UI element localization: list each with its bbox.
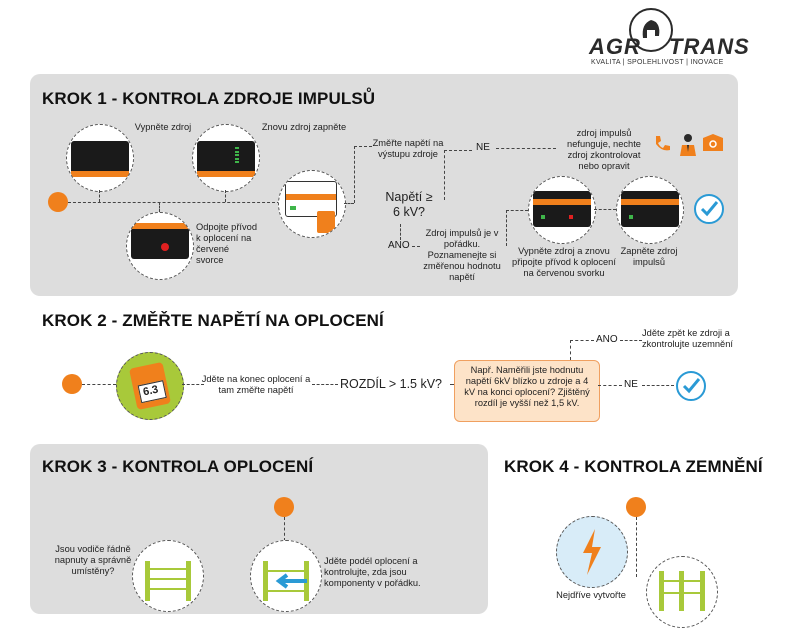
step2-no-label: NE [624,379,638,390]
step1-turn-off-label: Vypněte zdroj [134,122,192,132]
energizer-terminal-icon [131,223,189,259]
voltmeter-icon [317,211,335,233]
step3-wires-circle [132,540,204,612]
step2-start-dot [62,374,82,394]
step4-start-dot [626,497,646,517]
step1-turn-on-circle [616,176,684,244]
energizer-running-icon [621,191,679,227]
step1-yes-label: ANO [388,240,410,251]
step2-heading: KROK 2 - ZMĚŘTE NAPĚTÍ NA OPLOCENÍ [42,311,384,330]
step4-heading: KROK 4 - KONTROLA ZEMNĚNÍ [504,457,763,476]
step4-lightning-circle [556,516,628,588]
step1-device-off-circle [66,124,134,192]
energizer-on-icon [197,141,255,177]
step2-yes-label: ANO [596,334,618,345]
fence-grid-icon [657,571,707,611]
step1-heading: KROK 1 - KONTROLA ZDROJE IMPULSŮ [42,89,376,108]
step3-start-dot [274,497,294,517]
phone-icon [652,134,672,154]
step2-example-box: Např. Naměřili jste hodnutu napětí 6kV b… [454,360,600,422]
step1-ok-note: Zdroj impulsů je v pořádku. Poznamenejte… [423,228,501,282]
voltmeter-icon: 6.3 [129,361,171,411]
logo-word-left: AGR [589,34,641,59]
step1-main-line [68,202,280,203]
step1-start-dot [48,192,68,212]
step1-check-circle-icon [694,194,724,224]
step2-question: ROZDÍL > 1.5 kV? [340,377,443,391]
step1-disconnect-circle [126,212,194,280]
step3-heading: KROK 3 - KONTROLA OPLOCENÍ [42,457,314,476]
step1-device-on-circle [192,124,260,192]
step2-go-to-end-label: Jděte na konec oplocení a tam změřte nap… [201,374,311,395]
step4-fence-circle [646,556,718,628]
step4-first-create-label: Nejdříve vytvořte [556,590,626,600]
step2-yes-action: Jděte zpět ke zdroji a zkontrolujte uzem… [642,328,733,349]
technician-icon [678,132,698,156]
step1-question: Napětí ≥ 6 kV? [385,190,433,219]
red-terminal-icon [161,243,169,251]
step3-wires-ok-label: Jsou vodiče řádně napnuty a správně umís… [54,544,132,576]
step2-example-text: Např. Naměřili jste hodnutu napětí 6kV b… [464,365,590,408]
lightning-icon [579,529,605,575]
email-icon [702,134,724,152]
logo-word-right: TRANS [669,34,750,59]
step1-measure-circle [278,170,346,238]
step1-disconnect-label: Odpojte přívod k oplocení na červené svo… [196,222,257,265]
step1-turn-on-again-label: Znovu zdroj zapněte [261,122,347,132]
energizer-off-icon [71,141,129,177]
step1-no-label: NE [476,142,490,153]
fence-arrow-icon [261,561,311,601]
step3-walk-circle [250,540,322,612]
logo-tagline: KVALITA | SPOLEHLIVOST | INOVACE [591,59,724,66]
step1-reconnect-circle [528,176,596,244]
step2-check-circle-icon [676,371,706,401]
step1-reconnect-label: Vypněte zdroj a znovu připojte přívod k … [512,246,616,278]
step1-faulty-label: zdroj impulsů nefunguje, nechte zdroj zk… [567,128,641,171]
step3-walk-label: Jděte podél oplocení a kontrolujte, zda … [324,556,421,588]
fence-posts-icon [143,561,193,601]
step1-measure-voltage-label: Změřte napětí na výstupu zdroje [372,138,444,159]
step2-meter-circle: 6.3 [116,352,184,420]
energizer-reconnect-icon [533,191,591,227]
step1-turn-on-label: Zapněte zdroj impulsů [620,246,678,267]
step2-meter-reading: 6.3 [141,383,160,399]
logo-emblem-icon [629,8,673,52]
logo: AGR TRANS KVALITA | SPOLEHLIVOST | INOVA… [585,8,749,70]
